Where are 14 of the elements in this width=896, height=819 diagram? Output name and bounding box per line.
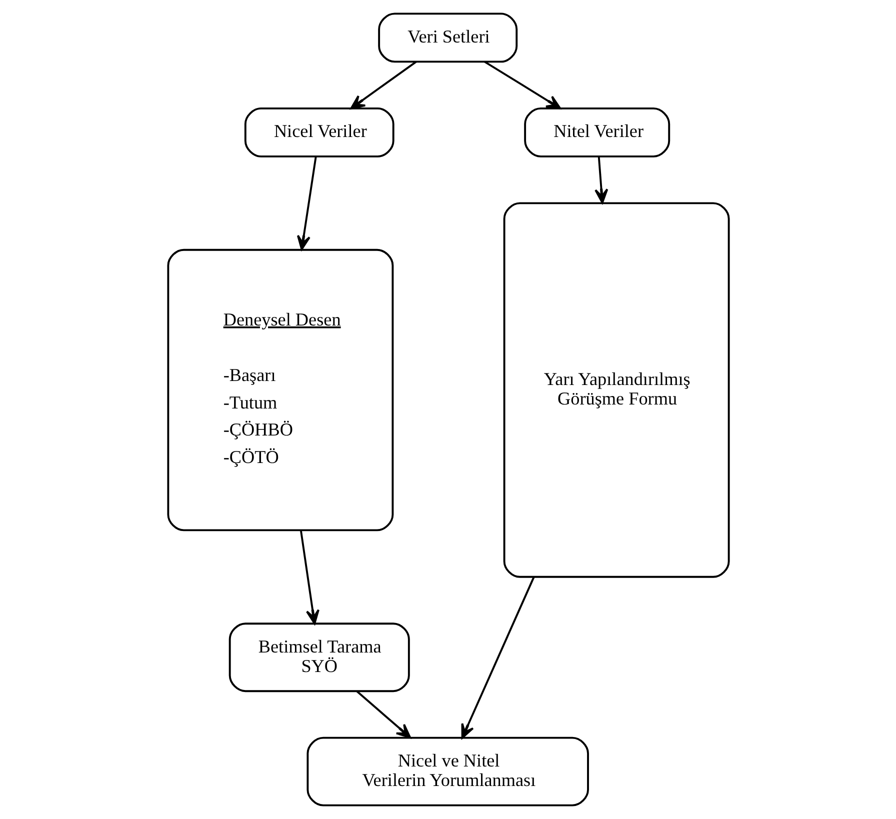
node-box: Nicel ve Nitel Verilerin Yorumlanması bbox=[306, 736, 588, 806]
arrow bbox=[356, 690, 411, 738]
arrow bbox=[594, 156, 608, 204]
node-box: Betimsel Tarama SYÖ bbox=[228, 622, 410, 692]
node-box: Nicel Veriler bbox=[244, 107, 394, 158]
arrow bbox=[296, 156, 316, 250]
arrow bbox=[460, 576, 534, 739]
node-box: Veri Setleri bbox=[378, 12, 518, 63]
arrow bbox=[350, 60, 416, 110]
node-box: Deneysel Desen -Başarı -Tutum -ÇÖHBÖ -ÇÖTÖ bbox=[166, 248, 394, 532]
arrow bbox=[299, 530, 319, 624]
arrow bbox=[484, 60, 561, 110]
node-box: Yarı Yapılandırılmış Görüşme Formu bbox=[502, 202, 730, 578]
node-box: Nitel Veriler bbox=[524, 107, 670, 158]
